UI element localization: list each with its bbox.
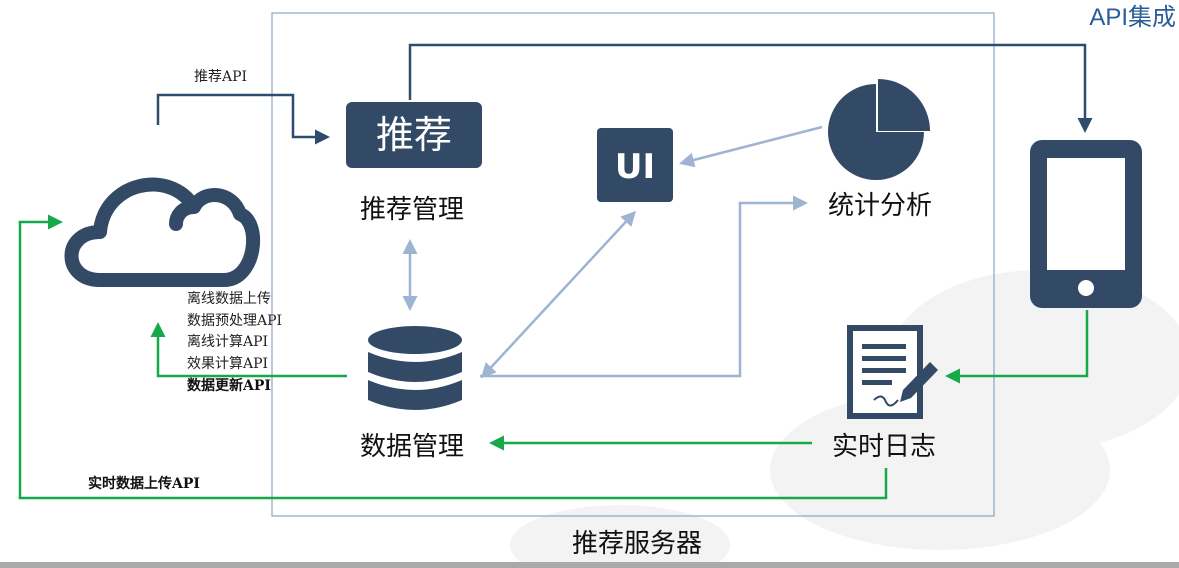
background-decoration [510, 270, 1179, 562]
cloud-api-item: 数据预处理API [187, 313, 282, 329]
data-stats-arrow [480, 195, 808, 378]
ui-badge [597, 128, 673, 202]
stats-ui-arrow [679, 125, 823, 168]
log-document-icon [847, 325, 938, 419]
recommend-mgmt-label: 推荐管理 [360, 195, 464, 225]
recommend-api-arrow [156, 93, 330, 145]
data-mgmt-label: 数据管理 [360, 432, 464, 462]
realtime-upload-arrow [18, 214, 888, 500]
cloud-api-item: 离线数据上传 [187, 290, 271, 307]
data-ui-link [480, 210, 637, 379]
recommend-api-label: 推荐API [194, 69, 247, 85]
cloud-api-item: 离线计算API [187, 333, 268, 350]
cloud-icon [64, 177, 260, 287]
data-cloud-arrow [150, 322, 347, 378]
database-icon [368, 326, 462, 410]
recommend-badge [346, 102, 482, 168]
server-label: 推荐服务器 [572, 529, 702, 559]
realtime-upload-label: 实时数据上传API [88, 475, 200, 492]
cloud-api-item: 数据更新API [187, 377, 271, 394]
api-integration-title: API集成 [1089, 4, 1176, 31]
stats-label: 统计分析 [828, 191, 932, 221]
api-integration-arrow [408, 43, 1093, 133]
realtime-log-label: 实时日志 [832, 432, 936, 462]
pie-chart-icon [828, 79, 930, 180]
mobile-phone-icon [1030, 140, 1142, 308]
recommend-badge-text: 推荐 [376, 113, 452, 157]
cloud-api-item: 效果计算API [187, 356, 268, 372]
bottom-bar [0, 562, 1179, 568]
mobile-log-arrow [945, 310, 1089, 384]
server-box [271, 12, 995, 517]
ui-badge-text: UI [615, 147, 655, 187]
